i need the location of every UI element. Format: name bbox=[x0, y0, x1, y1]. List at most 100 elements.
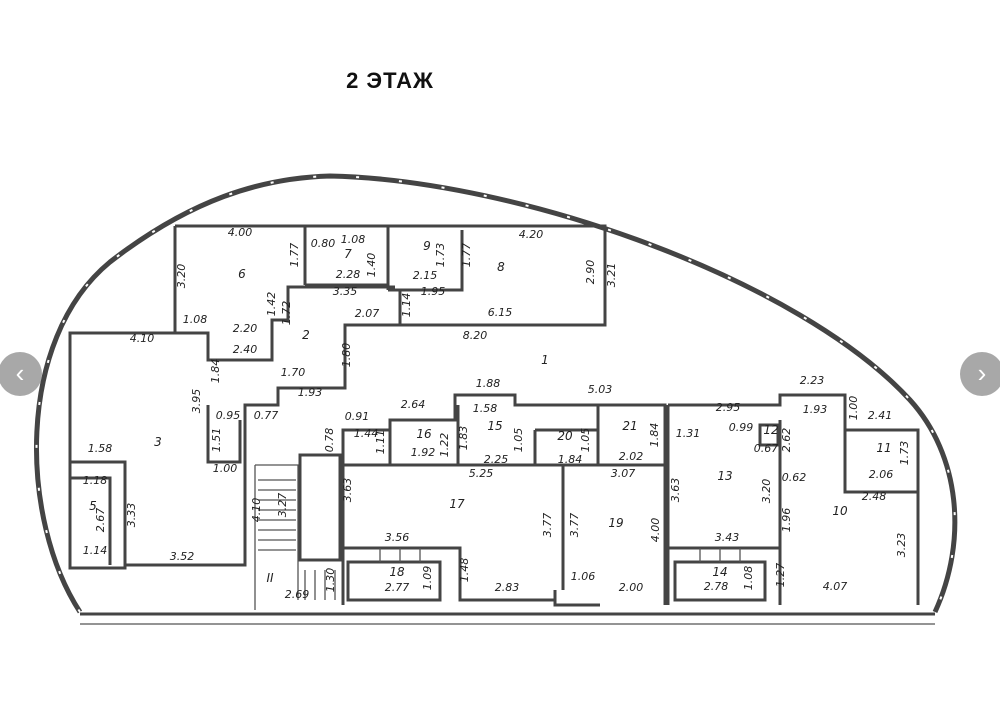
room-number: 3 bbox=[154, 435, 162, 449]
dimension-label: 4.10 bbox=[250, 498, 263, 523]
dimension-label: 1.84 bbox=[558, 453, 583, 466]
dimension-label: 1.93 bbox=[803, 403, 828, 416]
room-number: 18 bbox=[389, 565, 405, 579]
dimension-label: 1.40 bbox=[365, 253, 378, 278]
dimension-label: 1.93 bbox=[298, 386, 323, 399]
dimension-label: 5.25 bbox=[469, 467, 494, 480]
dimension-label: 1.14 bbox=[400, 293, 413, 318]
dimension-label: 1.58 bbox=[88, 442, 113, 455]
dimension-label: 1.73 bbox=[434, 243, 447, 268]
dimension-label: 2.40 bbox=[233, 343, 258, 356]
dimension-label: 1.77 bbox=[288, 243, 301, 268]
dimension-label: 2.02 bbox=[619, 450, 644, 463]
dimension-label: 1.00 bbox=[847, 396, 860, 421]
dimension-label: 6.15 bbox=[488, 306, 513, 319]
dimension-label: 1.84 bbox=[209, 359, 222, 384]
dimension-label: 2.00 bbox=[619, 581, 644, 594]
room-number: 15 bbox=[487, 419, 502, 433]
dimension-label: 3.23 bbox=[895, 533, 908, 558]
dimension-label: 1.05 bbox=[512, 428, 525, 453]
room-number: II bbox=[266, 571, 274, 585]
dimension-label: 2.69 bbox=[285, 588, 310, 601]
outer-wall bbox=[34, 173, 958, 625]
dimension-label: 2.20 bbox=[233, 322, 258, 335]
dimension-label: 2.41 bbox=[868, 409, 893, 422]
dimension-label: 1.00 bbox=[213, 462, 238, 475]
room-number: 9 bbox=[423, 239, 431, 253]
dimension-label: 3.52 bbox=[170, 550, 195, 563]
dimension-label: 2.48 bbox=[862, 490, 887, 503]
dimension-label: 2.83 bbox=[495, 581, 520, 594]
carousel-prev-button[interactable]: ‹ bbox=[0, 352, 42, 396]
dimension-label: 1.08 bbox=[341, 233, 366, 246]
dimension-label: 0.91 bbox=[345, 410, 370, 423]
chevron-left-icon: ‹ bbox=[15, 358, 25, 388]
dimension-label: 2.07 bbox=[355, 307, 380, 320]
dimension-label: 0.99 bbox=[729, 421, 754, 434]
dimension-label: 1.14 bbox=[83, 544, 108, 557]
dimension-label: 3.43 bbox=[715, 531, 740, 544]
room-number: 20 bbox=[557, 429, 573, 443]
dimension-label: 3.27 bbox=[276, 493, 289, 518]
dimension-label: 1.48 bbox=[458, 558, 471, 583]
dimension-label: 3.95 bbox=[190, 389, 203, 414]
dimension-label: 1.42 bbox=[265, 292, 278, 317]
room-number: 6 bbox=[238, 267, 246, 281]
dimension-label: 2.77 bbox=[385, 581, 410, 594]
dimension-label: 3.63 bbox=[341, 478, 354, 503]
dimension-label: 2.15 bbox=[413, 269, 438, 282]
dimension-label: 1.92 bbox=[411, 446, 436, 459]
interior-walls bbox=[68, 224, 920, 610]
room-number: 1 bbox=[541, 353, 549, 367]
room-number: 14 bbox=[712, 565, 727, 579]
dimension-label: 2.64 bbox=[401, 398, 426, 411]
dimension-label: 1.08 bbox=[742, 566, 755, 591]
dimension-label: 1.96 bbox=[780, 508, 793, 533]
dimension-label: 1.72 bbox=[280, 301, 293, 326]
dimension-label: 1.70 bbox=[281, 366, 306, 379]
dimension-label: 0.67 bbox=[754, 442, 779, 455]
dimension-label: 1.88 bbox=[476, 377, 501, 390]
dimension-label: 1.95 bbox=[421, 285, 446, 298]
dimension-label: 4.00 bbox=[649, 518, 662, 543]
dimension-label: 2.06 bbox=[869, 468, 894, 481]
room-number: 10 bbox=[832, 504, 848, 518]
room-number: 2 bbox=[302, 328, 310, 342]
chevron-right-icon: › bbox=[977, 358, 987, 388]
dimension-label: 1.58 bbox=[473, 402, 498, 415]
dimension-label: 4.07 bbox=[823, 580, 848, 593]
dimension-label: 2.67 bbox=[94, 508, 107, 533]
dimension-label: 1.73 bbox=[898, 441, 911, 466]
room-number: 19 bbox=[608, 516, 623, 530]
room-number: 5 bbox=[89, 499, 97, 513]
dimension-label: 1.83 bbox=[457, 426, 470, 451]
dimension-label: 8.20 bbox=[463, 329, 488, 342]
dimension-label: 2.25 bbox=[484, 453, 509, 466]
dimension-label: 1.77 bbox=[460, 243, 473, 268]
dimension-label: 3.20 bbox=[175, 264, 188, 289]
dimension-label: 3.35 bbox=[333, 285, 358, 298]
dimension-label: 1.31 bbox=[676, 427, 701, 440]
dimension-label: 2.23 bbox=[800, 374, 825, 387]
dimension-label: 1.51 bbox=[210, 428, 223, 453]
room-number: 21 bbox=[622, 419, 637, 433]
dimension-label: 2.28 bbox=[336, 268, 361, 281]
dimension-label: 5.03 bbox=[588, 383, 613, 396]
dimension-label: 3.20 bbox=[760, 479, 773, 504]
room-number: 17 bbox=[449, 497, 465, 511]
dimension-label: 1.05 bbox=[579, 428, 592, 453]
room-number: 11 bbox=[876, 441, 891, 455]
room-number: 12 bbox=[763, 423, 778, 437]
dimension-label: 4.00 bbox=[228, 226, 253, 239]
dimension-label: 3.33 bbox=[125, 503, 138, 528]
dimension-label: 2.90 bbox=[584, 260, 597, 285]
dimension-label: 3.21 bbox=[605, 263, 618, 288]
dimension-label: 3.07 bbox=[611, 467, 636, 480]
dimension-label: 2.95 bbox=[716, 401, 741, 414]
dimension-label: 1.18 bbox=[83, 474, 108, 487]
dimension-label: 0.95 bbox=[216, 409, 241, 422]
carousel-next-button[interactable]: › bbox=[960, 352, 1000, 396]
